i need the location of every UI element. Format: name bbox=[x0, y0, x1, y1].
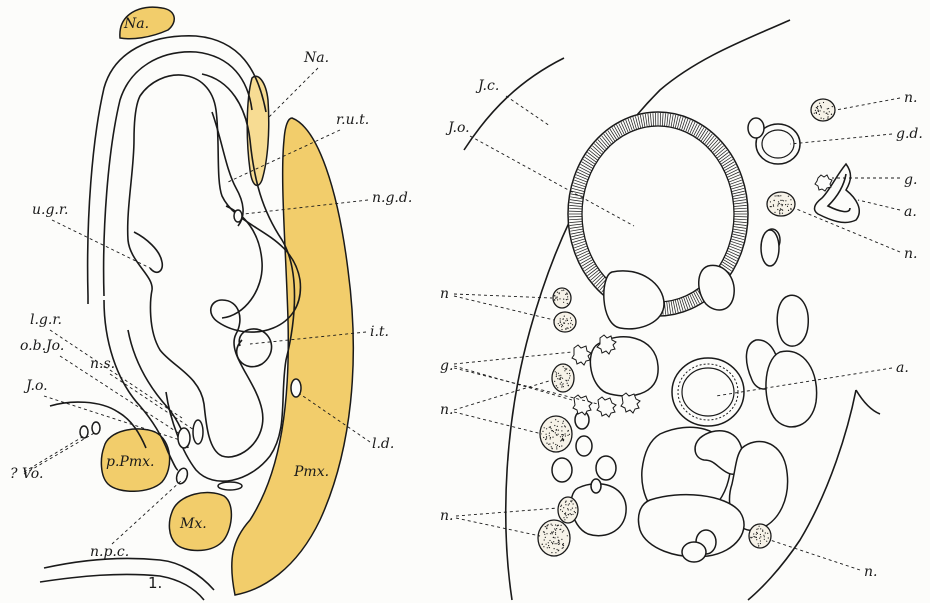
label-jo: J.o. bbox=[23, 378, 48, 394]
gland-5 bbox=[597, 397, 616, 417]
label-ns: n.s. bbox=[90, 356, 115, 372]
jacobson-organ-opening bbox=[178, 428, 190, 448]
label-rut: r.u.t. bbox=[336, 112, 369, 128]
cavity-small-1 bbox=[748, 118, 764, 138]
leader-gd bbox=[790, 134, 892, 144]
nerve-4 bbox=[554, 312, 576, 332]
leader-n-top bbox=[836, 98, 900, 110]
leader-g-left-c bbox=[454, 368, 598, 404]
label-objo: o.b.Jo. bbox=[20, 338, 64, 354]
sinus-4 bbox=[777, 295, 808, 346]
label-n-bottom-left: n. bbox=[440, 508, 453, 524]
leader-lgr bbox=[50, 330, 182, 418]
label-jo-2: J.o. bbox=[445, 120, 470, 136]
leader-n-bottom-left-a bbox=[456, 508, 558, 516]
leader-n-bottom-left-b bbox=[456, 518, 540, 536]
label-na: Na. bbox=[303, 50, 329, 66]
cavity-small-4 bbox=[596, 456, 616, 480]
leader-n-bottom-right bbox=[770, 540, 860, 570]
label-it: i.t. bbox=[370, 324, 389, 340]
leader-ugr bbox=[52, 220, 150, 268]
figure-number: 1. bbox=[148, 574, 162, 592]
upper-concha-outline bbox=[212, 112, 243, 226]
lacrimal-duct bbox=[291, 379, 301, 397]
vomer-element-1 bbox=[80, 426, 88, 438]
inner-turbinal bbox=[237, 329, 272, 367]
organ-cavity-outline bbox=[128, 75, 301, 457]
upper-glandular-ridge bbox=[134, 232, 162, 272]
premaxilla-bone bbox=[232, 118, 354, 595]
leader-g-left-a bbox=[454, 352, 572, 364]
label-mx: Mx. bbox=[179, 516, 207, 532]
gland-3 bbox=[572, 345, 591, 365]
label-n-top: n. bbox=[904, 90, 917, 106]
label-a-right: a. bbox=[904, 204, 917, 220]
label-ld: l.d. bbox=[372, 436, 394, 452]
leader-na bbox=[268, 68, 318, 118]
vomer-element-2 bbox=[92, 422, 100, 434]
label-ngd: n.g.d. bbox=[372, 190, 412, 206]
cavity-small-5 bbox=[576, 436, 592, 456]
jacobson-cartilage-arc bbox=[464, 58, 564, 150]
small-duct bbox=[218, 482, 242, 490]
cavity-small-6 bbox=[591, 479, 601, 493]
ob-jo-duct bbox=[193, 420, 203, 444]
oral-cavity-line-2 bbox=[40, 574, 204, 600]
cavity-small-10 bbox=[575, 411, 589, 429]
label-ppmx: p.Pmx. bbox=[106, 454, 154, 470]
organ-outline-right-top bbox=[856, 390, 880, 414]
leader-n-left1-a bbox=[454, 294, 552, 298]
nasal-gland-duct bbox=[234, 210, 242, 222]
artery-right bbox=[815, 164, 860, 222]
sinus-6 bbox=[766, 351, 817, 427]
leader-a-right bbox=[858, 200, 900, 210]
label-jc: J.c. bbox=[475, 78, 499, 94]
label-n-left2: n. bbox=[440, 402, 453, 418]
label-lgr: l.g.r. bbox=[30, 312, 62, 328]
label-n-bottom-right: n. bbox=[864, 564, 877, 580]
label-npc: n.p.c. bbox=[90, 544, 129, 560]
label-g-right: g. bbox=[904, 172, 917, 188]
gland-duct-inner bbox=[762, 130, 794, 158]
label-n-right: n. bbox=[904, 246, 917, 262]
label-n-left1: n bbox=[440, 286, 449, 302]
lateral-wall-outline bbox=[166, 74, 295, 481]
nerve-6 bbox=[540, 416, 572, 452]
label-pmx: Pmx. bbox=[293, 464, 329, 480]
nerve-9 bbox=[749, 524, 771, 548]
leader-n-left2-a bbox=[454, 380, 552, 410]
gland-6 bbox=[621, 393, 640, 413]
leader-objo bbox=[60, 356, 180, 434]
label-na-top: Na. bbox=[123, 16, 149, 32]
cavity-small-3 bbox=[761, 230, 779, 266]
nerve-8 bbox=[538, 520, 570, 556]
label-a-mid: a. bbox=[896, 360, 909, 376]
leader-n-left2-b bbox=[454, 412, 542, 434]
artery-ring-inner bbox=[682, 368, 734, 416]
gland-4 bbox=[573, 395, 592, 415]
label-g-left: g. bbox=[440, 358, 453, 374]
label-ugr: u.g.r. bbox=[32, 202, 68, 218]
figure-2: J.c. J.o. n. g.d. g. a. n. n g. n. a. n.… bbox=[440, 20, 923, 600]
figure-1: Na. Na. r.u.t. n.g.d. u.g.r. l.g.r. o.b.… bbox=[10, 7, 412, 600]
label-vo: ? Vo. bbox=[10, 466, 43, 482]
leader-jc bbox=[506, 96, 550, 126]
label-gd: g.d. bbox=[896, 126, 923, 142]
cavity-small-8 bbox=[682, 542, 706, 562]
cavity-small-9 bbox=[552, 458, 572, 482]
nasal-bone-strip bbox=[247, 76, 269, 185]
